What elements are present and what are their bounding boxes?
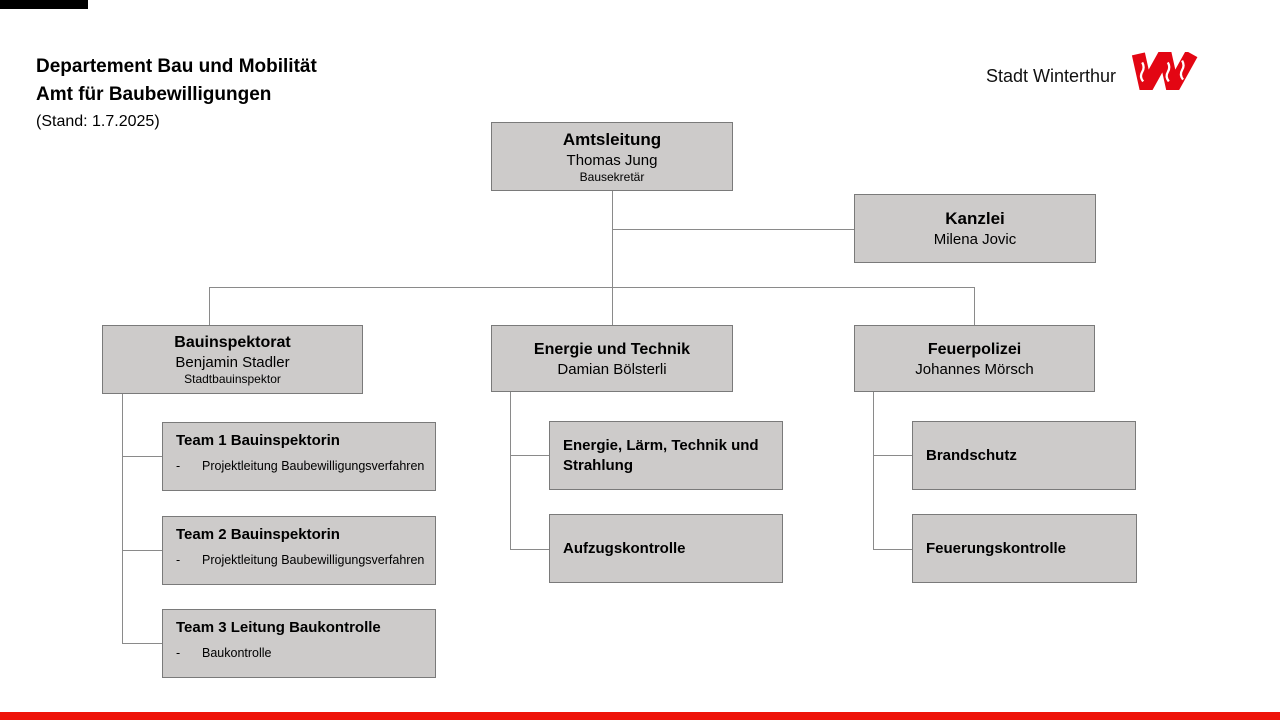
node-person: Benjamin Stadler xyxy=(175,354,290,371)
bullet-item: - Baukontrolle xyxy=(176,646,427,661)
status-date: (Stand: 1.7.2025) xyxy=(36,113,160,130)
node-person: Milena Jovic xyxy=(933,231,1017,248)
node-team1: Team 1 Bauinspektorin - Projektleitung B… xyxy=(162,422,436,491)
connector-line xyxy=(510,549,549,550)
node-title: Kanzlei xyxy=(945,209,1005,228)
node-person: Damian Bölsterli xyxy=(557,360,667,378)
connector-line xyxy=(209,287,975,288)
connector-line xyxy=(510,392,511,549)
connector-line xyxy=(873,455,912,456)
node-bauinspektorat: Bauinspektorat Benjamin Stadler Stadtbau… xyxy=(102,325,363,394)
connector-line xyxy=(612,191,613,287)
node-title: Aufzugskontrolle xyxy=(563,539,686,557)
bullet-text: Projektleitung Baubewilligungsverfahren xyxy=(202,459,425,473)
page-header: Departement Bau und Mobilität Amt für Ba… xyxy=(36,53,317,132)
node-role: Stadtbauinspektor xyxy=(184,372,281,386)
winterthur-w-icon xyxy=(1131,52,1198,90)
connector-line xyxy=(122,394,123,643)
bullet-item: - Projektleitung Baubewilligungsverfahre… xyxy=(176,459,427,474)
connector-line xyxy=(510,455,549,456)
connector-line xyxy=(122,643,162,644)
bullet-dash: - xyxy=(176,646,181,660)
top-left-black-bar xyxy=(0,0,88,9)
node-energie-und-technik: Energie und Technik Damian Bölsterli xyxy=(491,325,733,392)
node-aufzugskontrolle: Aufzugskontrolle xyxy=(549,514,783,583)
connector-line xyxy=(122,456,162,457)
page-title-line1: Departement Bau und Mobilität xyxy=(36,56,317,77)
node-title: Bauinspektorat xyxy=(174,334,291,351)
node-title: Feuerpolizei xyxy=(927,340,1022,358)
node-title: Energie, Lärm, Technik und Strahlung xyxy=(563,436,759,474)
node-person: Johannes Mörsch xyxy=(915,360,1034,378)
node-team3: Team 3 Leitung Baukontrolle - Baukontrol… xyxy=(162,609,436,678)
connector-line xyxy=(974,287,975,325)
connector-line xyxy=(612,287,613,325)
node-feuerpolizei: Feuerpolizei Johannes Mörsch xyxy=(854,325,1095,392)
connector-line xyxy=(209,287,210,325)
node-title: Energie und Technik xyxy=(533,340,691,358)
node-amtsleitung: Amtsleitung Thomas Jung Bausekretär xyxy=(491,122,733,191)
node-brandschutz: Brandschutz xyxy=(912,421,1136,490)
stadt-winterthur-logo: Stadt Winterthur xyxy=(986,52,1207,90)
bullet-dash: - xyxy=(176,459,181,473)
node-kanzlei: Kanzlei Milena Jovic xyxy=(854,194,1096,263)
node-feuerungskontrolle: Feuerungskontrolle xyxy=(912,514,1137,583)
bullet-text: Baukontrolle xyxy=(202,646,272,660)
node-title: Brandschutz xyxy=(926,446,1017,464)
connector-line xyxy=(122,550,162,551)
node-title: Amtsleitung xyxy=(562,129,662,149)
node-role: Bausekretär xyxy=(579,169,645,184)
connector-line xyxy=(612,229,854,230)
bottom-red-bar xyxy=(0,712,1280,720)
bullet-item: - Projektleitung Baubewilligungsverfahre… xyxy=(176,553,427,568)
page-title-line2: Amt für Baubewilligungen xyxy=(36,84,272,105)
bullet-dash: - xyxy=(176,553,181,567)
connector-line xyxy=(873,392,874,549)
node-energie-laerm-technik-strahlung: Energie, Lärm, Technik und Strahlung xyxy=(549,421,783,490)
connector-line xyxy=(873,549,912,550)
node-title: Feuerungskontrolle xyxy=(926,539,1067,557)
bullet-text: Projektleitung Baubewilligungsverfahren xyxy=(202,553,425,567)
node-team2: Team 2 Bauinspektorin - Projektleitung B… xyxy=(162,516,436,585)
node-title: Team 1 Bauinspektorin xyxy=(176,432,340,449)
logo-text: Stadt Winterthur xyxy=(986,66,1117,86)
node-title: Team 2 Bauinspektorin xyxy=(176,526,340,543)
node-person: Thomas Jung xyxy=(566,151,658,169)
node-title: Team 3 Leitung Baukontrolle xyxy=(176,619,381,636)
